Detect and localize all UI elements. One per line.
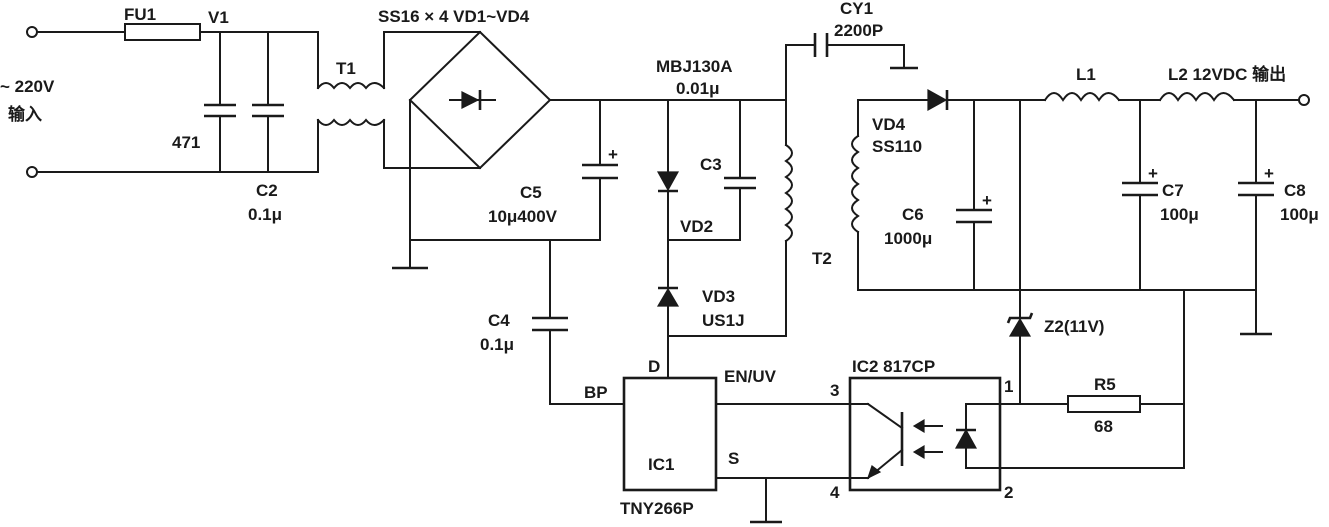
label-c4-value: 0.1μ — [480, 335, 514, 354]
label-t1: T1 — [336, 59, 356, 78]
label-l1: L1 — [1076, 65, 1096, 84]
svg-text:+: + — [982, 191, 992, 210]
label-c6-name: C6 — [902, 205, 924, 224]
label-vd4-part: SS110 — [872, 137, 922, 156]
label-pin-en: EN/UV — [724, 367, 777, 386]
svg-text:+: + — [1264, 164, 1274, 183]
label-vd3-name: VD3 — [702, 287, 735, 306]
label-vd4-name: VD4 — [872, 115, 906, 134]
output-terminal — [1298, 94, 1310, 106]
label-ic2: IC2 817CP — [852, 357, 935, 376]
label-c7-name: C7 — [1162, 181, 1184, 200]
zener-z2 — [1006, 99, 1034, 405]
label-cy1-value: 2200P — [834, 21, 883, 40]
varistor-471 — [204, 31, 236, 173]
label-ic1: IC1 — [648, 455, 674, 474]
label-v1: V1 — [208, 8, 229, 27]
label-r5-name: R5 — [1094, 375, 1116, 394]
capacitor-c8: + — [1238, 99, 1274, 336]
label-ic1-part: TNY266P — [620, 499, 694, 518]
label-c2-value: 0.1μ — [248, 205, 282, 224]
label-tvs-cap: 0.01μ — [676, 79, 720, 98]
common-mode-choke-t1 — [316, 31, 481, 169]
label-pin-bp: BP — [584, 383, 608, 402]
label-pin-4: 4 — [830, 483, 840, 502]
ac-input-terminals — [26, 26, 38, 178]
label-vd2: VD2 — [680, 217, 713, 236]
label-ac-input: 输入 — [8, 104, 42, 124]
fuse-fu1 — [124, 23, 201, 41]
label-bridge: SS16 × 4 VD1~VD4 — [378, 7, 530, 26]
label-vd3-part: US1J — [702, 311, 745, 330]
label-c7-value: 100μ — [1160, 205, 1199, 224]
label-ac-voltage: ~ 220V — [0, 77, 55, 96]
ground-primary — [392, 239, 601, 270]
clamp-network — [656, 99, 756, 379]
capacitor-c4 — [532, 239, 625, 405]
label-c3: C3 — [700, 155, 722, 174]
label-c4-name: C4 — [488, 311, 510, 330]
label-c6-value: 1000μ — [884, 229, 932, 248]
label-cy1-name: CY1 — [840, 0, 873, 18]
label-c2-name: C2 — [256, 181, 278, 200]
capacitor-c2 — [252, 31, 284, 173]
capacitor-c7: + — [1122, 99, 1158, 291]
label-pin-2: 2 — [1004, 483, 1013, 502]
label-pin-3: 3 — [830, 381, 839, 400]
label-c8-value: 100μ — [1280, 205, 1319, 224]
diode-vd4 — [927, 88, 1046, 112]
inductor-l1 — [1043, 92, 1161, 102]
capacitor-c5: + — [582, 99, 618, 241]
capacitor-c6: + — [956, 99, 992, 291]
label-l2-output: L2 12VDC 输出 — [1168, 64, 1286, 84]
label-tvs: MBJ130A — [656, 57, 733, 76]
label-c5-value: 10μ400V — [488, 207, 558, 226]
label-r5-value: 68 — [1094, 417, 1113, 436]
label-pin-d: D — [648, 357, 660, 376]
svg-text:+: + — [1148, 164, 1158, 183]
transformer-t2-secondary — [851, 99, 1257, 291]
ic1-tny266p — [622, 376, 851, 524]
resistor-r5 — [999, 289, 1185, 469]
label-pin-s: S — [728, 449, 739, 468]
label-varistor-471: 471 — [172, 133, 200, 152]
svg-text:+: + — [608, 145, 618, 164]
label-z2: Z2(11V) — [1044, 317, 1104, 336]
inductor-l2 — [1158, 92, 1299, 102]
label-pin-1: 1 — [1004, 377, 1013, 396]
ic2-optocoupler — [848, 376, 1002, 492]
capacitor-cy1 — [785, 33, 918, 101]
label-t2: T2 — [812, 249, 832, 268]
label-c5-name: C5 — [520, 183, 542, 202]
label-fu1: FU1 — [124, 5, 156, 24]
label-c8-name: C8 — [1284, 181, 1306, 200]
transformer-t2-primary — [667, 99, 793, 337]
